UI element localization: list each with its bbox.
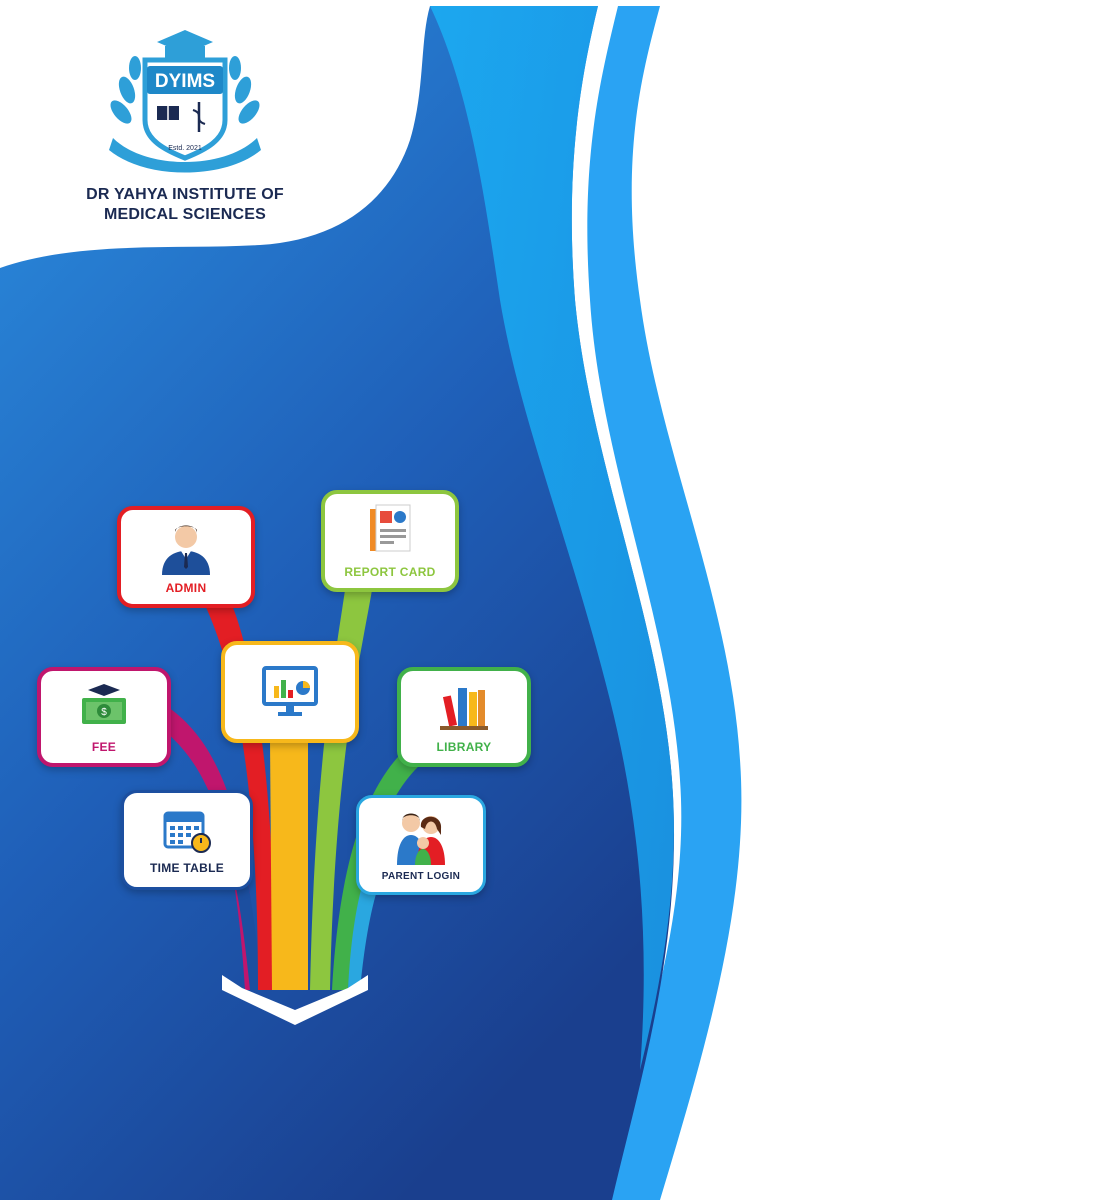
crest-abbr: DYIMS <box>155 71 215 92</box>
dashboard-ribbon <box>270 740 308 990</box>
module-label-library: LIBRARY <box>436 740 492 754</box>
svg-text:$: $ <box>101 707 107 718</box>
admin-ribbon <box>205 605 275 990</box>
institute-logo: DYIMS Estd. 2021 DR YAHYA INSTITUTE OF M… <box>70 20 300 230</box>
module-card-parent-login[interactable]: PARENT LOGIN <box>356 795 486 895</box>
institute-name-line2: MEDICAL SCIENCES <box>103 206 267 223</box>
admin-icon <box>162 525 210 575</box>
institute-name-line1: DR YAHYA INSTITUTE OF <box>86 186 284 203</box>
calendar-icon <box>163 811 211 853</box>
module-card-admin[interactable]: ADMIN <box>117 506 255 608</box>
report-card-ribbon <box>310 590 372 990</box>
module-label-fee: FEE <box>91 740 117 754</box>
module-card-library[interactable]: LIBRARY <box>397 667 531 767</box>
down-arrow-icon <box>222 975 368 1025</box>
module-label-parent-login: PARENT LOGIN <box>381 870 461 882</box>
module-card-fee[interactable]: $ FEE <box>37 667 171 767</box>
dashboard-monitor-icon <box>262 666 318 716</box>
module-card-dashboard[interactable] <box>221 641 359 743</box>
institute-name: DR YAHYA INSTITUTE OF MEDICAL SCIENCES <box>70 185 300 225</box>
library-icon <box>440 688 488 730</box>
module-label-time-table: TIME TABLE <box>149 861 225 875</box>
parent-icon <box>397 813 445 865</box>
report-card-icon <box>370 504 411 552</box>
module-label-admin: ADMIN <box>165 581 207 595</box>
module-label-report-card: REPORT CARD <box>344 565 436 579</box>
time-table-ribbon <box>230 860 262 990</box>
module-card-report-card[interactable]: REPORT CARD <box>321 490 459 592</box>
module-card-time-table[interactable]: TIME TABLE <box>121 790 253 890</box>
fee-icon: $ <box>82 684 126 724</box>
crest-emblem: DYIMS Estd. 2021 <box>109 30 261 173</box>
crest-established: Estd. 2021 <box>168 145 202 152</box>
